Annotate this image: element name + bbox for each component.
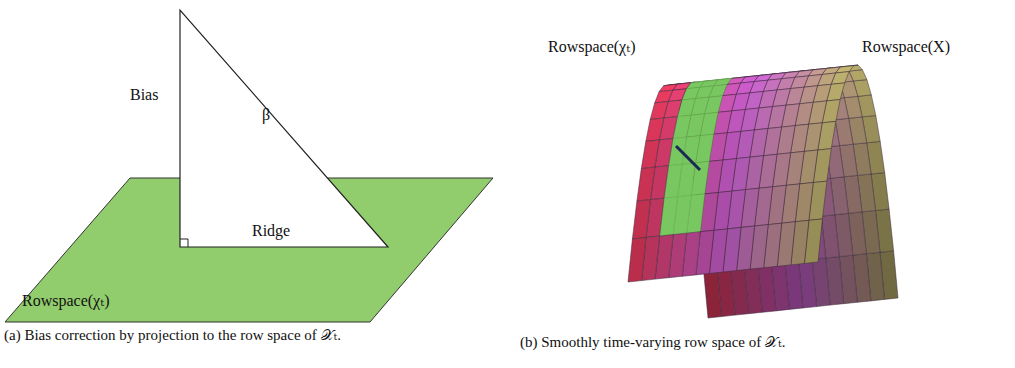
subfigure-caption: (b) Smoothly time-varying row space of 𝒳… (520, 334, 1000, 351)
projection-triangle (180, 10, 388, 247)
subfigure-caption: (a) Bias correction by projection to the… (4, 327, 374, 344)
beta-label: β (262, 106, 270, 124)
surface-label: Rowspace(X) (862, 38, 950, 56)
plane-label: Rowspace(χₜ) (22, 292, 109, 310)
right-angle-mark (180, 239, 188, 247)
surface-cell (641, 140, 659, 169)
surface-cell (704, 269, 722, 318)
band-label: Rowspace(χₜ) (548, 38, 635, 56)
bias-label: Bias (130, 86, 158, 104)
surface-cell (646, 118, 664, 141)
surface-cell (632, 200, 650, 239)
leader-line (676, 146, 700, 170)
surface-cell (628, 237, 646, 282)
surface-cell (650, 102, 668, 120)
curved-surface (628, 65, 898, 318)
surface-cell (637, 167, 655, 201)
surface-cell (655, 90, 673, 103)
ridge-label: Ridge (252, 222, 290, 240)
